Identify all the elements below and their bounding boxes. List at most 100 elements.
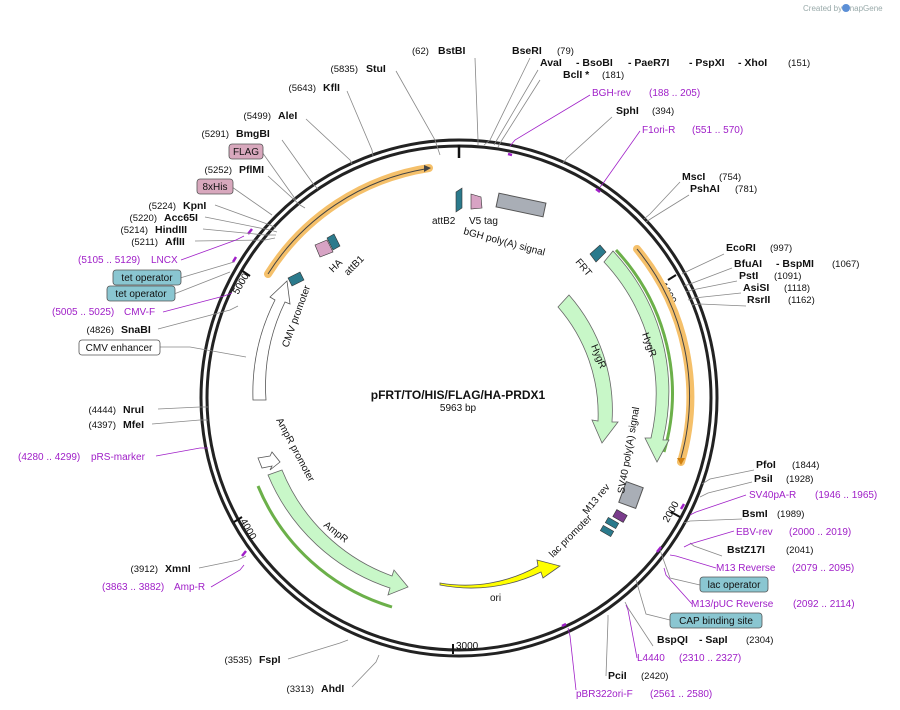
svg-text:pBR322ori-F: pBR322ori-F bbox=[576, 689, 633, 700]
svg-text:LNCX: LNCX bbox=[151, 255, 178, 266]
svg-text:PflMI: PflMI bbox=[239, 164, 264, 176]
tick-3000: 3000 bbox=[456, 641, 479, 652]
boxed-lac-operator: lac operator bbox=[659, 549, 769, 593]
svg-text:BGH-rev: BGH-rev bbox=[592, 88, 631, 99]
plasmid-length: 5963 bp bbox=[440, 403, 477, 414]
svg-text:MscI: MscI bbox=[682, 171, 705, 183]
svg-text:PshAI: PshAI bbox=[690, 183, 720, 195]
svg-text:8xHis: 8xHis bbox=[202, 182, 227, 193]
svg-text:KflI: KflI bbox=[323, 82, 340, 94]
label-ha: HA bbox=[327, 257, 345, 275]
svg-text:(551 .. 570): (551 .. 570) bbox=[692, 125, 743, 136]
ampr-promoter-arrow bbox=[257, 451, 281, 471]
svg-text:Acc65I: Acc65I bbox=[164, 212, 198, 224]
svg-text:(188 .. 205): (188 .. 205) bbox=[649, 88, 700, 99]
bgh-polya-block bbox=[495, 192, 547, 218]
enzymes-right: MscI (754) PshAI (781) EcoRI (997) BfuAI… bbox=[608, 171, 859, 682]
svg-text:AhdI: AhdI bbox=[321, 683, 344, 695]
svg-text:(5105 .. 5129): (5105 .. 5129) bbox=[78, 255, 140, 266]
svg-text:(181): (181) bbox=[602, 70, 624, 81]
svg-text:(997): (997) bbox=[770, 243, 792, 254]
svg-text:BseRI: BseRI bbox=[512, 45, 542, 57]
svg-text:(3535): (3535) bbox=[225, 655, 252, 666]
svg-text:BclI *: BclI * bbox=[563, 69, 590, 81]
svg-text:lac operator: lac operator bbox=[708, 580, 761, 591]
svg-text:(5220): (5220) bbox=[130, 213, 157, 224]
svg-text:(2092 .. 2114): (2092 .. 2114) bbox=[793, 599, 855, 610]
svg-text:(1928): (1928) bbox=[786, 474, 813, 485]
lac-operator-feature bbox=[604, 516, 620, 530]
svg-text:Amp-R: Amp-R bbox=[174, 582, 205, 593]
label-bgh: bGH poly(A) signal bbox=[462, 226, 546, 258]
svg-text:HindIII: HindIII bbox=[155, 224, 187, 236]
svg-text:NruI: NruI bbox=[123, 404, 144, 416]
label-m13rev: M13 rev bbox=[581, 482, 613, 517]
svg-text:(5211): (5211) bbox=[131, 237, 158, 248]
svg-text:- PaeR7I: - PaeR7I bbox=[628, 57, 670, 69]
ring-ticks bbox=[233, 269, 681, 654]
svg-text:StuI: StuI bbox=[366, 63, 386, 75]
svg-text:(2304): (2304) bbox=[746, 635, 773, 646]
orf-arc-top bbox=[264, 164, 433, 278]
enzymes-top: (62) BstBI BseRI (79) AvaI - BsoBI - Pae… bbox=[412, 45, 810, 117]
tet-operator-feature bbox=[287, 271, 305, 287]
svg-text:AsiSI: AsiSI bbox=[743, 282, 769, 294]
svg-text:M13 Reverse: M13 Reverse bbox=[716, 563, 776, 574]
svg-text:(2000 .. 2019): (2000 .. 2019) bbox=[789, 527, 851, 538]
attb2-feature bbox=[455, 187, 463, 213]
svg-text:tet operator: tet operator bbox=[115, 289, 167, 300]
svg-text:- BspMI: - BspMI bbox=[776, 258, 814, 270]
backbone-outer bbox=[199, 138, 719, 658]
tick-4000: 4000 bbox=[237, 517, 258, 542]
orf-arc-right-line bbox=[636, 248, 690, 459]
svg-text:F1ori-R: F1ori-R bbox=[642, 125, 675, 136]
svg-text:(1946 .. 1965): (1946 .. 1965) bbox=[815, 490, 877, 501]
svg-text:- PspXI: - PspXI bbox=[689, 57, 725, 69]
label-attb2: attB2 bbox=[432, 216, 456, 227]
label-lacprom: lac promoter bbox=[547, 513, 595, 561]
svg-text:(79): (79) bbox=[557, 46, 574, 57]
svg-text:L4440: L4440 bbox=[637, 653, 665, 664]
svg-text:(754): (754) bbox=[719, 172, 741, 183]
svg-text:- XhoI: - XhoI bbox=[738, 57, 767, 69]
svg-text:- SapI: - SapI bbox=[699, 634, 728, 646]
ori-arrow bbox=[439, 559, 561, 589]
svg-text:(2310 .. 2327): (2310 .. 2327) bbox=[679, 653, 741, 664]
label-v5: V5 tag bbox=[469, 216, 498, 227]
cmv-promoter-arrow bbox=[252, 280, 291, 401]
svg-text:FLAG: FLAG bbox=[233, 147, 259, 158]
svg-text:BstZ17I: BstZ17I bbox=[727, 544, 765, 556]
svg-text:CMV enhancer: CMV enhancer bbox=[86, 343, 153, 354]
svg-text:(394): (394) bbox=[652, 106, 674, 117]
svg-text:AvaI: AvaI bbox=[540, 57, 562, 69]
primer-labels: BGH-rev (188 .. 205) F1ori-R (551 .. 570… bbox=[18, 88, 877, 700]
v5-tag-feature bbox=[470, 193, 483, 210]
svg-text:(2420): (2420) bbox=[641, 671, 668, 682]
orf-arc-top-line bbox=[267, 168, 426, 275]
svg-text:PstI: PstI bbox=[739, 270, 758, 282]
ha-feature bbox=[314, 239, 334, 258]
svg-text:(3912): (3912) bbox=[131, 564, 158, 575]
svg-text:(2561 .. 2580): (2561 .. 2580) bbox=[650, 689, 712, 700]
svg-text:(5835): (5835) bbox=[331, 64, 358, 75]
svg-text:(1844): (1844) bbox=[792, 460, 819, 471]
svg-text:(5214): (5214) bbox=[121, 225, 148, 236]
primer-leaders bbox=[155, 94, 747, 691]
svg-text:AflII: AflII bbox=[165, 236, 185, 248]
svg-text:(781): (781) bbox=[735, 184, 757, 195]
svg-text:(5252): (5252) bbox=[205, 165, 232, 176]
boxed-flag: FLAG bbox=[228, 143, 297, 201]
svg-text:MfeI: MfeI bbox=[123, 419, 144, 431]
hygr-arrow-outer bbox=[603, 250, 670, 463]
hygr-arrow-inner bbox=[557, 294, 619, 444]
svg-text:CMV-F: CMV-F bbox=[124, 307, 155, 318]
svg-text:(151): (151) bbox=[788, 58, 810, 69]
hygr-orf-line bbox=[614, 248, 674, 453]
svg-text:EcoRI: EcoRI bbox=[726, 242, 756, 254]
boxed-tet-operator-2: tet operator bbox=[106, 271, 231, 302]
svg-text:(5499): (5499) bbox=[244, 111, 271, 122]
svg-text:BmgBI: BmgBI bbox=[236, 128, 270, 140]
label-ori: ori bbox=[490, 593, 501, 604]
svg-text:(1989): (1989) bbox=[777, 509, 804, 520]
snapgene-logo-icon bbox=[842, 4, 850, 12]
